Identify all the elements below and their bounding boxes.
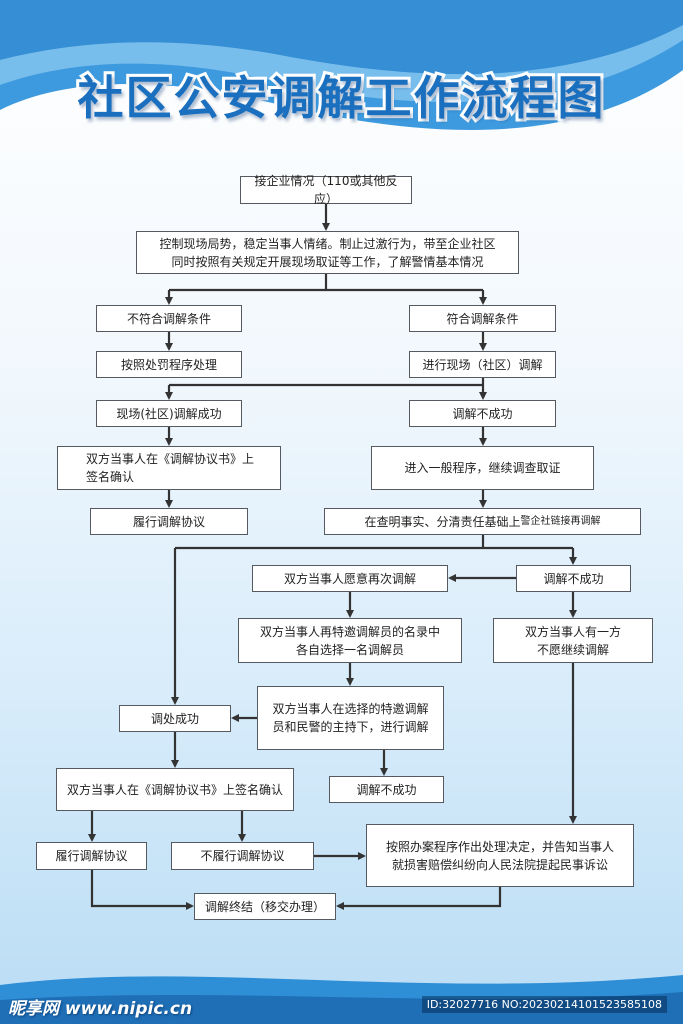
watermark-id: ID:32027716 NO:20230214101523585108 [421,996,667,1013]
box-onsite-success: 现场(社区)调解成功 [96,400,242,427]
box-general-procedure: 进入一般程序，继续调查取证 [371,446,594,490]
box-control-scene: 控制现场局势，稳定当事人情绪。制止过激行为，带至企业社区 同时按照有关规定开展现… [136,231,519,274]
box-mediation-end: 调解终结（移交办理） [194,893,336,920]
box-fact-finding: 在查明事实、分清责任基础上警企社链接再调解 [324,508,641,535]
box-mediation-success: 调处成功 [119,705,231,732]
box-handling-decision: 按照办案程序作出处理决定，并告知当事人 就损害赔偿纠纷向人民法院提起民事诉讼 [366,824,634,887]
box-mediation-fail-2: 调解不成功 [516,565,631,592]
box-perform-agreement-1: 履行调解协议 [90,508,248,535]
box-penalty-procedure: 按照处罚程序处理 [96,351,242,378]
watermark-logo: 昵享网 www.nipic.cn [8,999,193,1019]
box-mediation-fail-3: 调解不成功 [329,776,444,803]
box-mediation-fail-1: 调解不成功 [409,400,556,427]
box-not-qualified: 不符合调解条件 [96,305,242,332]
box-receive-report: 接企业情况（110或其他反应） [240,174,412,206]
box-special-mediation: 双方当事人在选择的特邀调解 员和民警的主持下，进行调解 [257,686,444,750]
box-one-party-unwilling: 双方当事人有一方 不愿继续调解 [493,618,653,663]
box-perform-agreement-2: 履行调解协议 [36,842,147,870]
box-choose-mediator: 双方当事人再特邀调解员的名录中 各自选择一名调解员 [238,618,462,663]
box-qualified: 符合调解条件 [409,305,556,332]
box-onsite-mediation: 进行现场（社区）调解 [409,351,556,378]
box-sign-agreement-2: 双方当事人在《调解协议书》上签名确认 [56,768,294,811]
box-willing-again: 双方当事人愿意再次调解 [252,565,448,592]
box-sign-agreement-1: 双方当事人在《调解协议书》上 签名确认 [57,446,281,490]
box-not-perform-agreement: 不履行调解协议 [171,842,314,870]
page-title: 社区公安调解工作流程图 [75,68,607,128]
